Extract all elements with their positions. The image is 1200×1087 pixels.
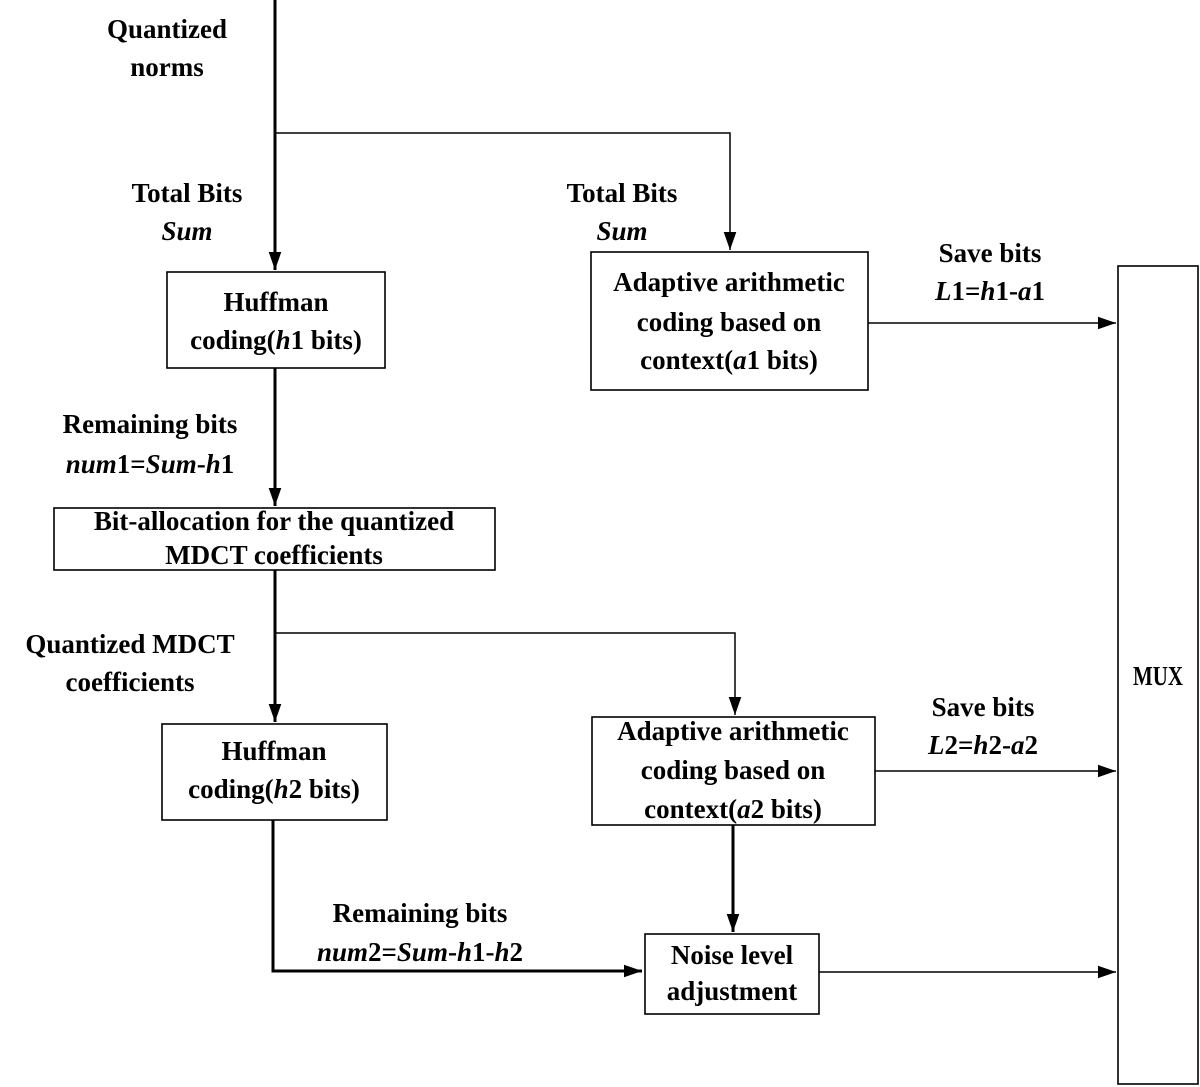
bitalloc-line1: Bit-allocation for the quantized (94, 506, 454, 536)
mux-box: MUX (1117, 265, 1199, 1085)
huffman1-box: Huffman coding(h1 bits) (166, 271, 386, 369)
sum-right: Sum (596, 216, 647, 246)
arrow-branch-to-arith2 (275, 632, 742, 715)
total-bits-left: Total Bits (132, 178, 243, 208)
labels: Quantized norms Total Bits Sum Total Bit… (25, 14, 1045, 967)
arith2-line1: Adaptive arithmetic (617, 716, 849, 746)
arith2-line3: context(a2 bits) (644, 794, 822, 824)
huffman2-line2: coding(h2 bits) (188, 774, 360, 804)
quantized-mdct-line2: coefficients (66, 667, 195, 697)
arith1-line1: Adaptive arithmetic (613, 267, 845, 297)
sum-left: Sum (161, 216, 212, 246)
arrow-branch-to-arith1 (275, 132, 737, 250)
save-bits-1-equation: L1=h1-a1 (934, 276, 1045, 306)
remaining-bits-2-equation: num2=Sum-h1-h2 (317, 937, 523, 967)
bitalloc-line2: MDCT coefficients (165, 540, 383, 570)
huffman1-line1: Huffman (223, 287, 328, 317)
arith1-line3: context(a1 bits) (640, 345, 818, 375)
remaining-bits-1-equation: num1=Sum-h1 (66, 449, 235, 479)
quantized-norms-line2: norms (130, 52, 204, 82)
quantized-mdct-line1: Quantized MDCT (25, 629, 234, 659)
noise-line2: adjustment (667, 976, 798, 1006)
arith1-line2: coding based on (637, 307, 822, 337)
remaining-bits-1: Remaining bits (63, 409, 238, 439)
connectors (268, 0, 1116, 979)
save-bits-2: Save bits (932, 692, 1035, 722)
huffman2-box: Huffman coding(h2 bits) (161, 723, 388, 821)
mux-label: MUX (1133, 661, 1183, 691)
total-bits-right: Total Bits (567, 178, 678, 208)
huffman1-line2: coding(h1 bits) (190, 325, 362, 355)
bitalloc-box: Bit-allocation for the quantized MDCT co… (53, 506, 496, 571)
save-bits-2-equation: L2=h2-a2 (927, 730, 1038, 760)
arith2-box: Adaptive arithmetic coding based on cont… (591, 716, 876, 826)
noise-line1: Noise level (671, 940, 794, 970)
quantized-norms-line1: Quantized (107, 14, 227, 44)
arith2-line2: coding based on (641, 755, 826, 785)
noise-box: Noise level adjustment (644, 933, 820, 1015)
arith1-box: Adaptive arithmetic coding based on cont… (590, 251, 869, 391)
arrow-huffman2-to-noise (271, 820, 642, 978)
save-bits-1: Save bits (939, 238, 1042, 268)
huffman2-line1: Huffman (221, 736, 326, 766)
remaining-bits-2: Remaining bits (333, 898, 508, 928)
